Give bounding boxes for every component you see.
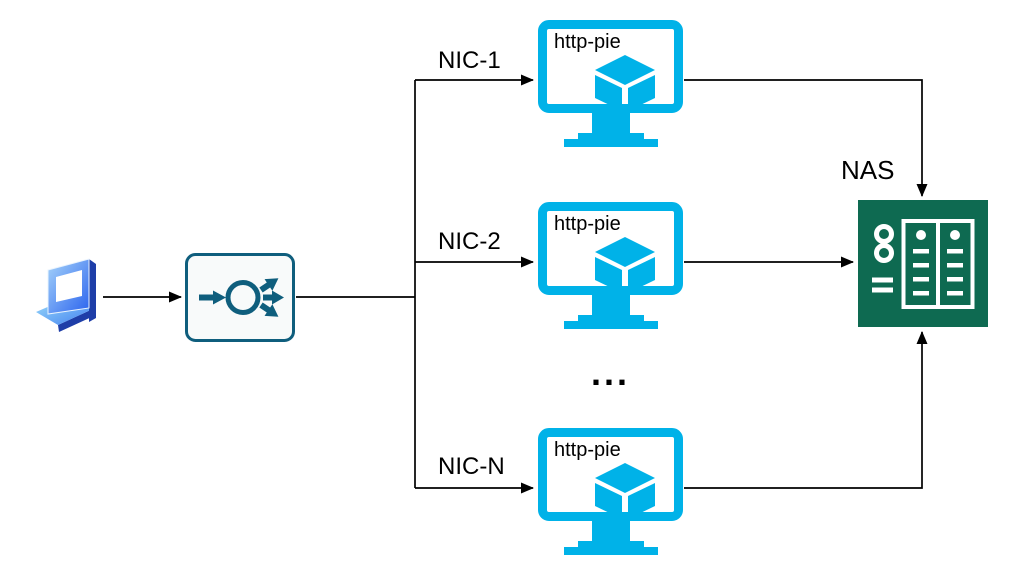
vm-monitor-icon: http-pie: [538, 428, 683, 521]
load-balancer-node: [185, 253, 295, 342]
monitor-stand-base: [563, 139, 658, 147]
monitor-stand-neck: [591, 112, 630, 133]
edge-vm3-to-nas: [684, 331, 928, 489]
vm-monitor-icon: http-pie: [538, 20, 683, 113]
monitor-stand-step: [577, 315, 644, 321]
monitor-stand-base: [563, 547, 658, 555]
nic-n-label: NIC-N: [438, 453, 505, 480]
more-nodes-ellipsis: ...: [591, 352, 631, 393]
nic-2-label: NIC-2: [438, 228, 501, 255]
nic-1-label: NIC-1: [438, 47, 501, 74]
vm-node-3: http-pie: [538, 428, 683, 555]
monitor-stand-neck: [591, 520, 630, 541]
monitor-stand-base: [563, 321, 658, 329]
vm-monitor-icon: http-pie: [538, 202, 683, 295]
monitor-stand-step: [577, 133, 644, 139]
edge-vm1-to-nas: [684, 79, 928, 197]
vm-label: http-pie: [554, 213, 621, 235]
cube-icon: [595, 237, 655, 293]
vm-node-1: http-pie: [538, 20, 683, 147]
monitor-stand-step: [577, 541, 644, 547]
client-laptop-node: [35, 251, 105, 332]
laptop-icon: [36, 258, 96, 332]
cube-icon: [595, 463, 655, 519]
load-balancer-icon: [185, 253, 295, 342]
nas-icon: [858, 200, 988, 327]
vm-node-2: http-pie: [538, 202, 683, 329]
vm-label: http-pie: [554, 439, 621, 461]
nas-label: NAS: [841, 155, 895, 185]
monitor-stand-neck: [591, 294, 630, 315]
vm-label: http-pie: [554, 31, 621, 53]
nas-node: [858, 200, 988, 327]
cube-icon: [595, 55, 655, 111]
